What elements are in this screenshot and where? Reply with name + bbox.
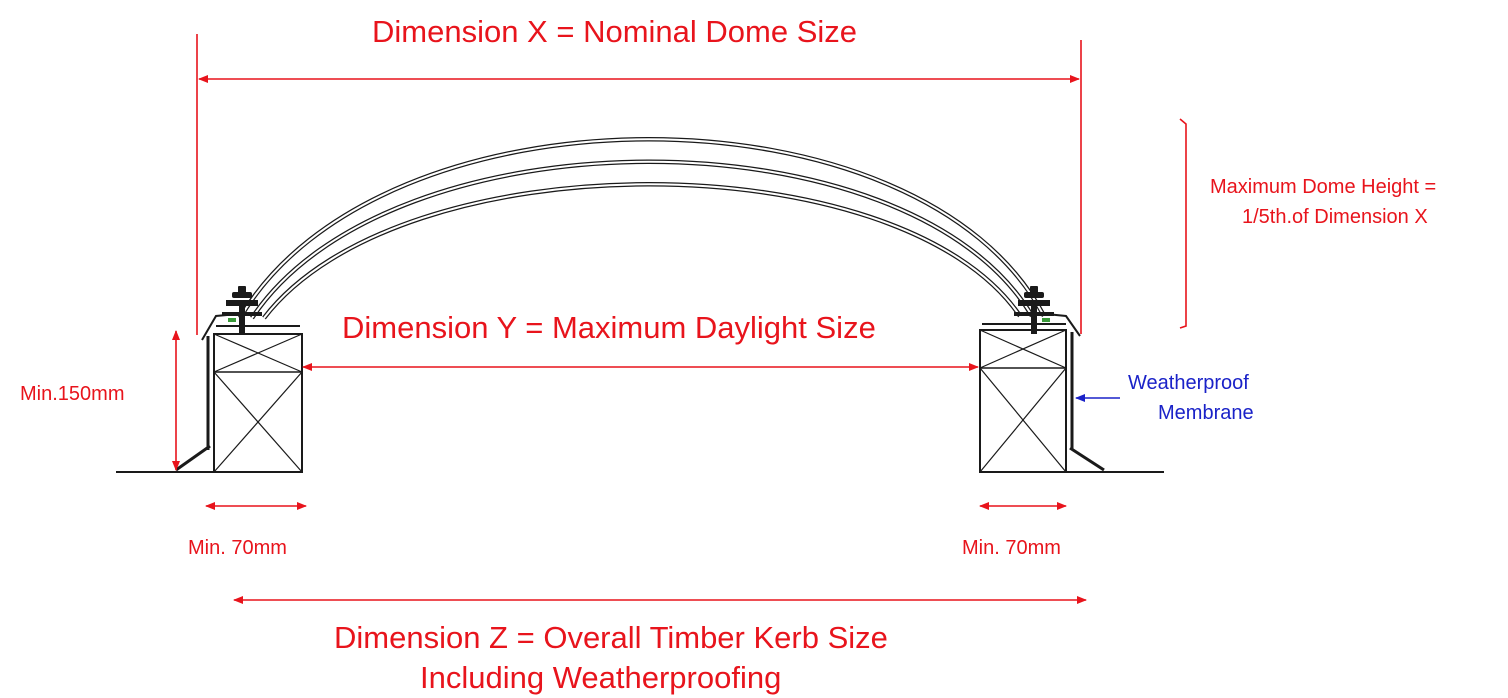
membrane-sublabel: Membrane — [1158, 402, 1254, 424]
right-timber-kerb — [979, 329, 1105, 473]
dimension-y-label: Dimension Y = Maximum Daylight Size — [342, 310, 876, 345]
dome-height-marker — [1179, 118, 1187, 329]
membrane-label: Weatherproof — [1128, 372, 1249, 394]
min-width-right-label: Min. 70mm — [962, 537, 1061, 559]
left-fixing-bolt — [222, 286, 262, 334]
min-width-left-label: Min. 70mm — [188, 537, 287, 559]
min-height-label: Min.150mm — [20, 383, 125, 405]
left-timber-kerb — [175, 333, 303, 473]
dimension-x-label: Dimension X = Nominal Dome Size — [372, 14, 857, 49]
dimension-z-sublabel: Including Weatherproofing — [420, 660, 782, 695]
dome-height-sublabel: 1/5th.of Dimension X — [1242, 206, 1428, 228]
dome-height-label: Maximum Dome Height = — [1210, 176, 1437, 198]
dimension-x-marker — [196, 34, 1082, 335]
dome-skins — [238, 137, 1046, 320]
right-fixing-bolt — [1014, 286, 1054, 334]
dimension-z-label: Dimension Z = Overall Timber Kerb Size — [334, 620, 888, 655]
